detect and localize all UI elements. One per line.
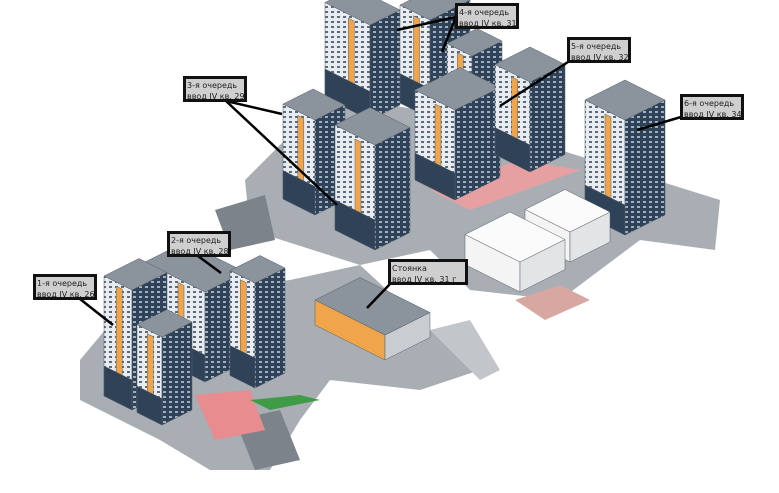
phase-1-date: ввод IV кв. 26 г bbox=[37, 290, 97, 299]
tower-phase-5a-accent-stripe bbox=[434, 103, 442, 167]
tower-phase-3b-base bbox=[334, 199, 376, 251]
tower-phase-2b-roof bbox=[229, 255, 286, 284]
parking-block-b bbox=[464, 211, 566, 293]
parking-block-a-roof bbox=[524, 189, 611, 233]
tower-phase-3a-accent-stripe bbox=[297, 114, 305, 182]
phase-2-label: 2-я очередь ввод IV кв. 28 г bbox=[167, 231, 231, 257]
tower-phase-5a-base bbox=[414, 152, 456, 201]
tower-phase-3a-roof bbox=[282, 88, 346, 121]
phase-1-label: 1-я очередь ввод IV кв. 26 г bbox=[33, 274, 97, 300]
phase-4-title: 4-я очередь bbox=[459, 8, 510, 17]
tower-phase-5a bbox=[414, 67, 501, 201]
tower-phase-1b-accent-stripe bbox=[147, 333, 154, 395]
tower-phase-3b bbox=[334, 107, 411, 251]
tower-phase-3b-right-facade bbox=[374, 127, 411, 251]
tower-phase-6 bbox=[584, 79, 666, 236]
tower-phase-5b-accent-stripe bbox=[511, 76, 518, 140]
phase-6-label: 6-я очередь ввод IV кв. 34 г bbox=[680, 94, 744, 120]
phase-6-title: 6-я очередь bbox=[684, 99, 735, 108]
tower-phase-4a-accent-stripe bbox=[348, 17, 355, 85]
parking-block-b-roof bbox=[464, 211, 566, 263]
phase-3-label: 3-я очередь ввод IV кв. 29 г bbox=[183, 76, 247, 102]
tower-phase-6-accent-stripe bbox=[604, 113, 612, 199]
tower-phase-3a-base bbox=[282, 170, 316, 216]
phase-4-label: 4-я очередь ввод IV кв. 31 г bbox=[455, 3, 519, 29]
phase-3-date: ввод IV кв. 29 г bbox=[187, 92, 247, 101]
tower-phase-1b-right-facade bbox=[161, 321, 193, 426]
phase-5-date: ввод IV кв. 32 г bbox=[571, 53, 631, 62]
tower-phase-4a-right-facade bbox=[369, 9, 401, 121]
tower-phase-6-roof bbox=[584, 79, 666, 121]
tower-phase-2b bbox=[229, 255, 286, 389]
phase-2-date: ввод IV кв. 28 г bbox=[171, 247, 231, 256]
tower-phase-4a-roof bbox=[324, 0, 401, 26]
parking-title: Стоянка bbox=[392, 264, 427, 273]
tower-phase-2b-right-facade bbox=[254, 267, 286, 389]
tower-phase-3b-roof bbox=[334, 107, 411, 146]
tower-phase-5b bbox=[494, 46, 566, 173]
tower-phase-4b-accent-stripe bbox=[413, 15, 420, 84]
tower-phase-1a-accent-stripe bbox=[115, 285, 123, 376]
tower-phase-4a bbox=[324, 0, 401, 121]
phase-5-label: 5-я очередь ввод IV кв. 32 г bbox=[567, 37, 631, 63]
leader-lines bbox=[79, 15, 682, 326]
tower-phase-5a-roof bbox=[414, 67, 501, 111]
parking-date: ввод IV кв. 31 г bbox=[392, 275, 457, 284]
tower-phase-5b-base bbox=[494, 127, 531, 173]
tower-phase-6-right-facade bbox=[624, 99, 666, 236]
phase-6-date: ввод IV кв. 34 г bbox=[684, 110, 744, 119]
tower-phase-1b-roof bbox=[136, 309, 193, 338]
phase-3-title: 3-я очередь bbox=[187, 81, 238, 90]
tower-phase-2b-accent-stripe bbox=[240, 279, 247, 355]
tower-phase-3b-accent-stripe bbox=[354, 138, 362, 214]
phase-1-title: 1-я очередь bbox=[37, 279, 88, 288]
tower-phase-1b-base bbox=[136, 385, 163, 426]
tower-phase-1a-base bbox=[103, 365, 133, 411]
tower-phase-1a-roof bbox=[103, 258, 168, 291]
parking-garage-roof bbox=[314, 277, 431, 336]
tower-phase-2b-base bbox=[229, 345, 256, 389]
parking-garage bbox=[314, 277, 431, 361]
parking-label: Стоянка ввод IV кв. 31 г bbox=[388, 259, 468, 285]
tower-phase-5b-right-facade bbox=[529, 64, 566, 173]
phase-2-title: 2-я очередь bbox=[171, 236, 222, 245]
phase-5-title: 5-я очередь bbox=[571, 42, 622, 51]
tower-phase-1b bbox=[136, 309, 193, 426]
phase-4-date: ввод IV кв. 31 г bbox=[459, 19, 519, 28]
